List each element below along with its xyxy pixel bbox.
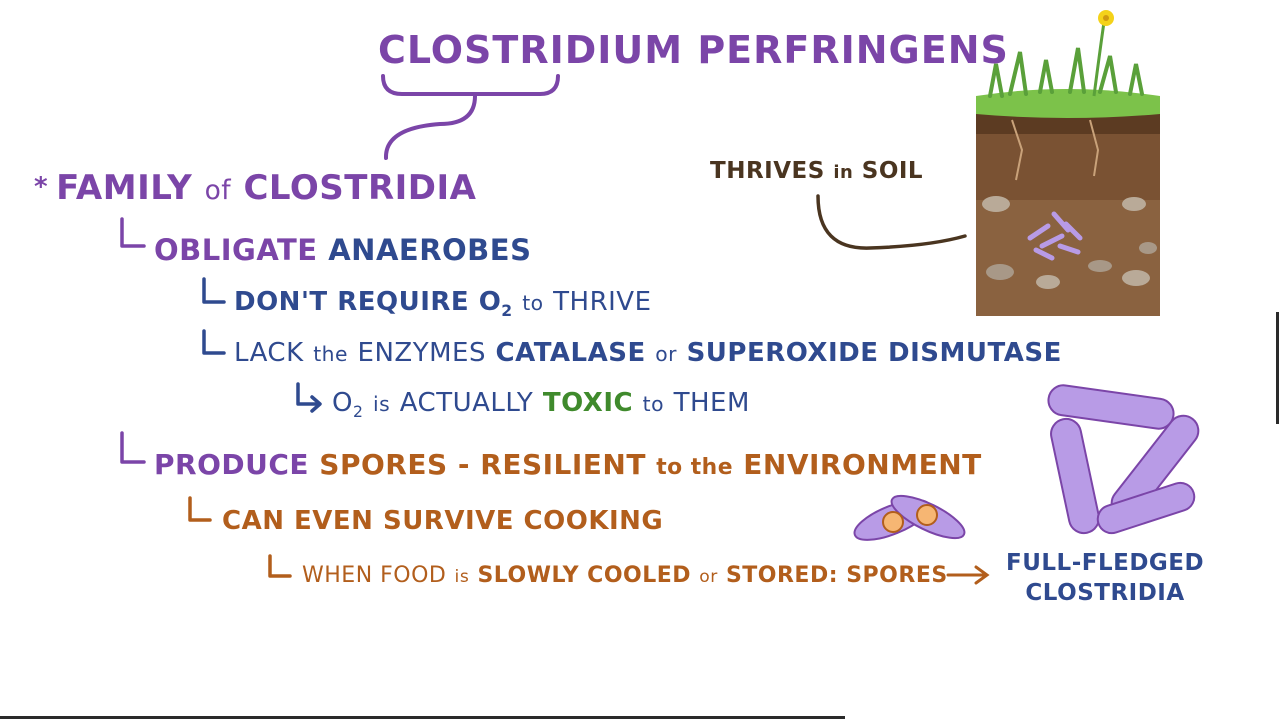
lack-line: LACK the ENZYMES CATALASE or SUPEROXIDE … bbox=[234, 338, 1062, 368]
cooking-line: CAN EVEN SURVIVE COOKING bbox=[222, 506, 664, 536]
spores-dash: - bbox=[457, 448, 471, 481]
soil-bacteria-icon bbox=[1027, 211, 1083, 261]
o2-to: to bbox=[522, 291, 544, 315]
toxic-sub: 2 bbox=[352, 403, 364, 422]
connector-cooking bbox=[188, 496, 212, 522]
food-spores: SPORES bbox=[846, 563, 948, 588]
bracket-connector bbox=[381, 74, 560, 160]
catalase-word: CATALASE bbox=[495, 338, 646, 368]
o2-sub: 2 bbox=[501, 302, 513, 321]
food-stored: STORED: bbox=[725, 563, 839, 588]
connector-spores bbox=[120, 431, 146, 464]
arrow-right-icon bbox=[946, 565, 990, 585]
bottom-border bbox=[0, 716, 845, 719]
environment-word: ENVIRONMENT bbox=[743, 448, 982, 481]
soil-in: in bbox=[833, 162, 854, 183]
fullfledged-label: FULL-FLEDGED CLOSTRIDIA bbox=[1006, 548, 1204, 608]
lack-enzymes: ENZYMES bbox=[357, 338, 486, 368]
lack-or: or bbox=[655, 342, 678, 366]
soil-pointer bbox=[816, 194, 967, 250]
to-the-words: to the bbox=[656, 455, 734, 480]
food-when: WHEN FOOD bbox=[302, 563, 447, 588]
spores-line: PRODUCE SPORES - RESILIENT to the ENVIRO… bbox=[154, 448, 982, 481]
toxic-actually: ACTUALLY bbox=[399, 388, 534, 418]
connector-lack bbox=[202, 329, 226, 355]
resilient-word: RESILIENT bbox=[480, 448, 646, 481]
flower-icon bbox=[1092, 10, 1114, 97]
soil-thrives: THRIVES bbox=[710, 158, 825, 184]
connector-toxic bbox=[296, 382, 320, 406]
fullfledged-line1: FULL-FLEDGED bbox=[1006, 550, 1205, 576]
toxic-to: to bbox=[642, 392, 665, 416]
o2-post: THRIVE bbox=[553, 287, 652, 317]
obligate-word: OBLIGATE bbox=[154, 233, 318, 267]
sod-word: SUPEROXIDE DISMUTASE bbox=[686, 338, 1062, 368]
toxic-o: O bbox=[332, 388, 353, 418]
fullfledged-line2: CLOSTRIDIA bbox=[1025, 580, 1185, 606]
lack-word: LACK bbox=[234, 338, 304, 368]
soil-block-illustration bbox=[976, 47, 1160, 316]
produce-word: PRODUCE bbox=[154, 448, 310, 481]
bacteria-cluster-icon bbox=[1047, 384, 1200, 535]
page-title: CLOSTRIDIUM PERFRINGENS bbox=[378, 28, 1009, 72]
o2-line: DON'T REQUIRE O2 to THRIVE bbox=[234, 287, 652, 320]
soil-label: THRIVES in SOIL bbox=[710, 158, 923, 184]
connector-obligate bbox=[120, 217, 146, 248]
right-edge-mark bbox=[1276, 312, 1279, 424]
family-clostridia: CLOSTRIDIA bbox=[243, 168, 477, 208]
food-is: is bbox=[454, 567, 470, 587]
soil-word: SOIL bbox=[861, 158, 924, 184]
food-or: or bbox=[699, 567, 718, 587]
toxic-line: O2 is ACTUALLY TOXIC to THEM bbox=[332, 388, 750, 421]
food-slowly: SLOWLY COOLED bbox=[477, 563, 692, 588]
food-line: WHEN FOOD is SLOWLY COOLED or STORED: SP… bbox=[302, 563, 948, 588]
o2-pre: DON'T REQUIRE O bbox=[234, 287, 502, 317]
spore-cells-icon bbox=[853, 494, 966, 541]
obligate-line: OBLIGATE ANAEROBES bbox=[154, 233, 532, 267]
family-word: FAMILY bbox=[56, 168, 193, 208]
connector-o2 bbox=[202, 277, 226, 304]
family-line: *FAMILY of CLOSTRIDIA bbox=[34, 168, 477, 208]
toxic-word: TOXIC bbox=[542, 388, 634, 418]
family-of: of bbox=[204, 175, 232, 206]
connector-food bbox=[268, 554, 292, 578]
bullet-star: * bbox=[34, 172, 49, 202]
lack-the: the bbox=[313, 342, 348, 366]
toxic-them: THEM bbox=[673, 388, 750, 418]
anaerobes-word: ANAEROBES bbox=[328, 233, 532, 267]
spores-word: SPORES bbox=[319, 448, 448, 481]
toxic-is: is bbox=[372, 392, 391, 416]
